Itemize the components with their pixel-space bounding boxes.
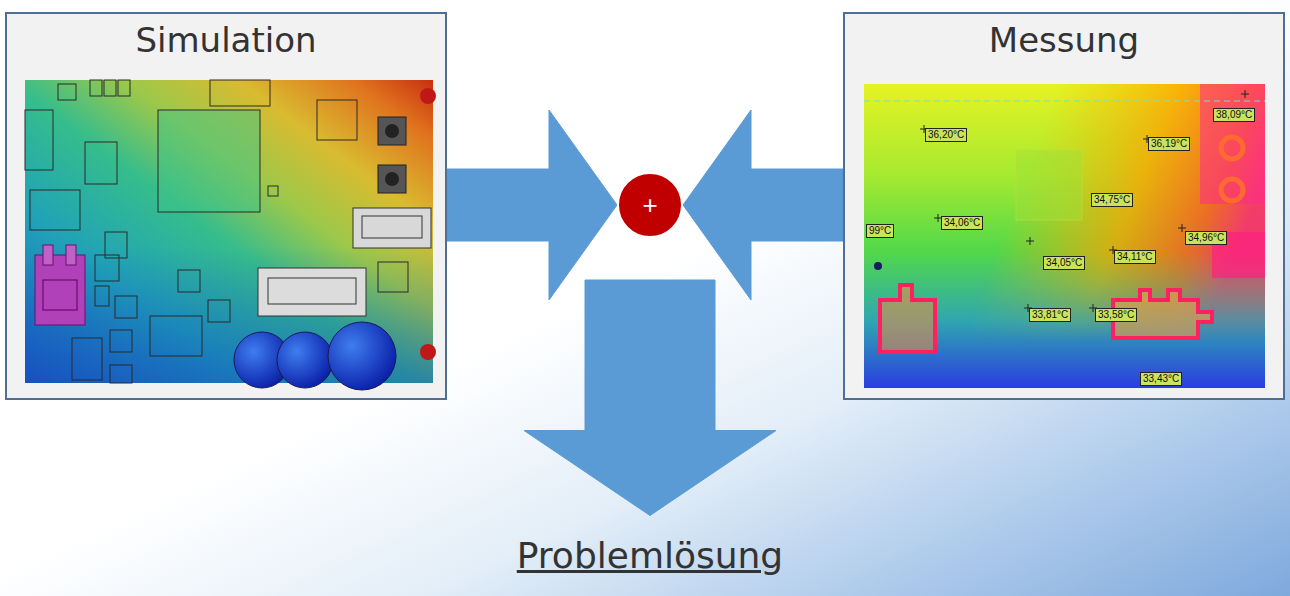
- temperature-readout: 36,19°C: [1148, 137, 1190, 151]
- panel-ground: [6, 13, 446, 399]
- temperature-readout: 34,75°C: [1091, 193, 1133, 207]
- result-text-box: Problemlösung: [511, 534, 789, 579]
- panel-box: Simulation: [5, 12, 447, 400]
- temperature-readout: 34,96°C: [1185, 231, 1227, 245]
- panel-title: Messung: [845, 14, 1283, 60]
- panel-title: Simulation: [7, 14, 445, 60]
- temperature-readout: 34,05°C: [1043, 256, 1085, 270]
- result-label: Problemlösung: [517, 535, 783, 576]
- temperature-readout: 34,11°C: [1114, 250, 1156, 264]
- thermal-image: [864, 84, 1265, 388]
- block-arrow: [447, 110, 617, 300]
- temperature-readout: 38,09°C: [1213, 108, 1255, 122]
- panel-box: Messung: [843, 12, 1285, 400]
- plus-sign: +: [642, 192, 657, 218]
- simulation-image: [25, 80, 436, 390]
- temperature-readout: 33,43°C: [1140, 372, 1182, 386]
- temperature-readout: 33,58°C: [1095, 308, 1137, 322]
- temperature-readout: 36,20°C: [925, 128, 967, 142]
- block-arrow: [524, 280, 776, 516]
- temperature-readout: 99°C: [866, 224, 894, 238]
- panel-ground: [844, 13, 1284, 399]
- sum-circle: +: [617, 172, 683, 238]
- temperature-readout: 33,81°C: [1029, 308, 1071, 322]
- temperature-readout: 34,06°C: [941, 216, 983, 230]
- block-arrow: [683, 110, 843, 300]
